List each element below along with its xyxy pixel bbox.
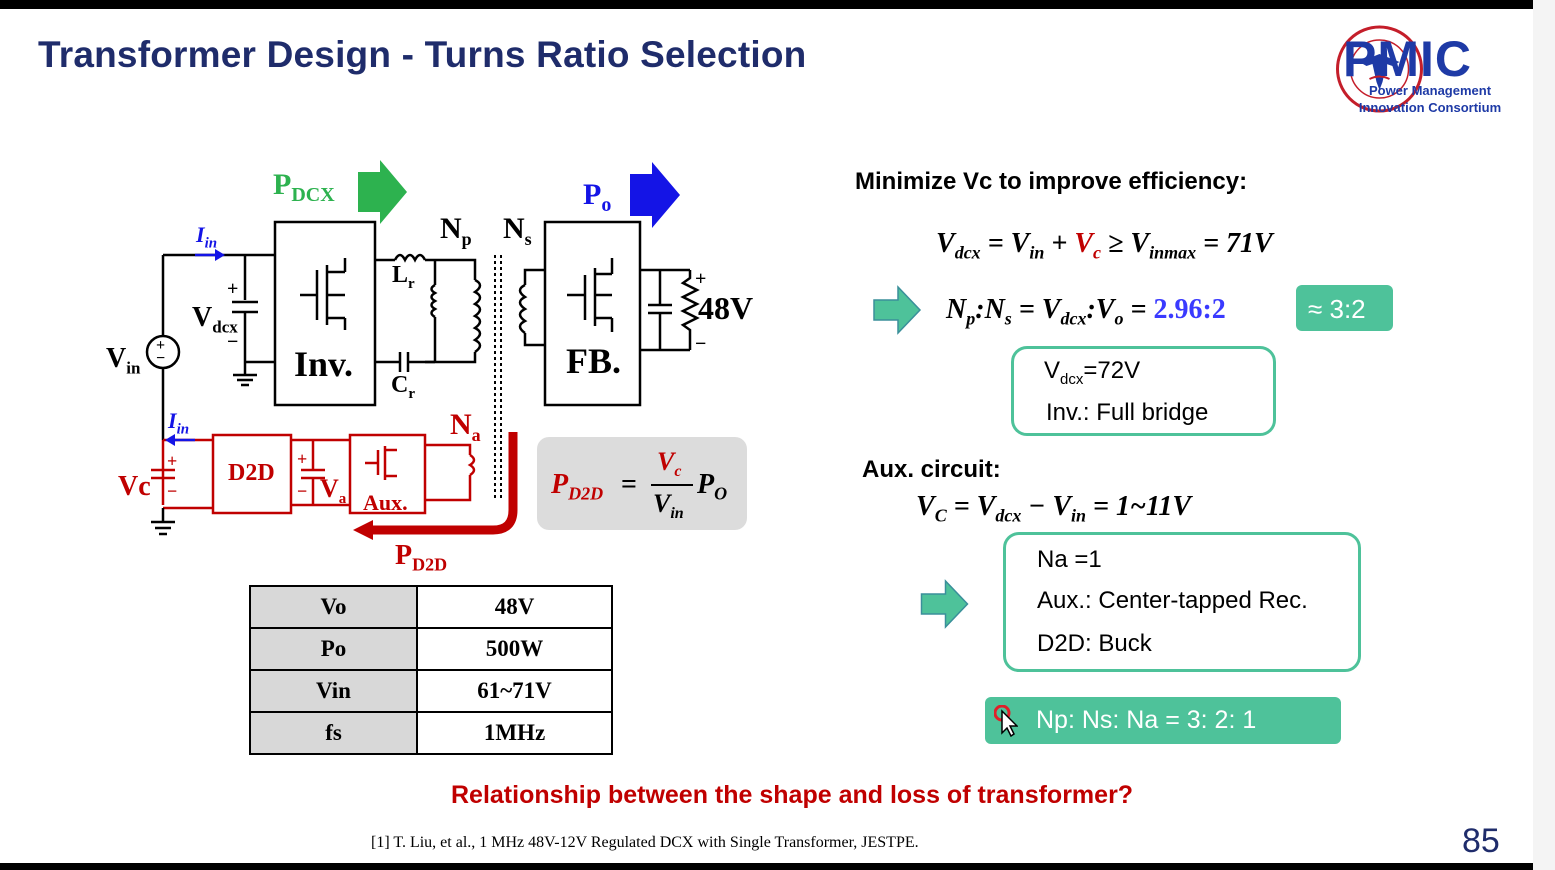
out-plus-sign: +	[695, 268, 706, 290]
out-minus-sign: −	[695, 333, 706, 355]
lr-label: Lr	[392, 262, 415, 292]
aux-heading: Aux. circuit:	[862, 456, 1001, 483]
d2d-power-formula: PD2D = Vc Vin PO	[537, 437, 747, 530]
vdcx-minus-sign: −	[227, 331, 238, 353]
pmic-brand: PMIC	[1343, 31, 1472, 87]
na-value: Na =1	[1037, 546, 1102, 573]
slide-title: Transformer Design - Turns Ratio Selecti…	[38, 34, 807, 75]
formula-denominator: Vin	[653, 489, 684, 523]
d2d-type: D2D: Buck	[1037, 630, 1152, 657]
ns-label: Ns	[503, 212, 532, 249]
va-plus-sign: +	[297, 449, 307, 469]
cr-label: Cr	[391, 372, 416, 402]
page-number: 85	[1462, 822, 1500, 860]
formula-equals: =	[621, 469, 637, 500]
aux-label: Aux.	[363, 490, 408, 515]
na-label: Na	[450, 408, 481, 445]
minimize-heading: Minimize Vc to improve efficiency:	[855, 168, 1248, 195]
approx-ratio-badge: ≈ 3:2	[1296, 285, 1393, 331]
va-minus-sign: −	[297, 481, 307, 501]
vdcx-equation: Vdcx = Vin + Vc ≥ Vinmax = 71V	[936, 228, 1273, 263]
bottom-bar	[0, 863, 1555, 870]
vc-plus-sign: +	[167, 451, 177, 471]
vin-minus-sign: −	[156, 350, 165, 367]
logo-line1: Power Management	[1368, 83, 1492, 98]
full-bridge-label: FB.	[566, 341, 622, 381]
po-label: Po	[583, 178, 612, 216]
dcx-design-box: Vdcx=72V Inv.: Full bridge	[1011, 346, 1276, 436]
transformer-question: Relationship between the shape and loss …	[451, 781, 1134, 809]
arrow-right-icon	[920, 579, 969, 629]
vc-label: Vc	[118, 471, 151, 502]
arrow-right-icon	[873, 285, 922, 335]
vdcx-label: Vdcx	[192, 302, 238, 337]
top-bar	[0, 0, 1555, 9]
window-edge	[1533, 0, 1555, 870]
turns-ratio-equation: Np:Ns = Vdcx:Vo = 2.96:2	[946, 294, 1226, 329]
pd2d-label: PD2D	[395, 540, 448, 575]
va-label: Va	[320, 474, 347, 508]
aux-design-box: Na =1 Aux.: Center-tapped Rec. D2D: Buck	[1003, 532, 1361, 672]
pdcx-label: PDCX	[273, 168, 335, 206]
mouse-cursor-icon	[994, 705, 1018, 737]
vin-label: Vin	[106, 343, 141, 378]
vc-minus-sign: −	[167, 481, 177, 501]
np-label: Np	[440, 212, 472, 249]
fraction-bar	[651, 484, 693, 486]
vc-equation: VC = Vdcx − Vin = 1~11V	[916, 491, 1192, 526]
logo-line2: Innovation Consortium	[1358, 100, 1502, 115]
aux-rectifier: Aux.: Center-tapped Rec.	[1037, 587, 1308, 614]
reference-citation: [1] T. Liu, et al., 1 MHz 48V-12V Regula…	[371, 834, 919, 851]
vdcx-plus-sign: +	[227, 278, 238, 300]
iin-return-label: Iin	[168, 408, 190, 438]
d2d-label: D2D	[228, 460, 275, 486]
iin-label: Iin	[196, 222, 218, 252]
inverter-label: Inv.	[294, 344, 354, 384]
university-logo	[1336, 25, 1423, 113]
circuit-diagram: + − + − + − + − + −	[145, 160, 706, 540]
formula-rhs: PO	[697, 469, 728, 504]
vin-plus-sign: +	[156, 337, 165, 354]
output-voltage-label: 48V	[698, 290, 754, 326]
formula-numerator: Vc	[657, 447, 682, 481]
final-ratio-badge: Np: Ns: Na = 3: 2: 1	[985, 697, 1341, 744]
inverter-type: Inv.: Full bridge	[1046, 399, 1209, 426]
vdcx-value: Vdcx=72V	[1044, 357, 1141, 388]
formula-lhs: PD2D	[551, 469, 604, 504]
